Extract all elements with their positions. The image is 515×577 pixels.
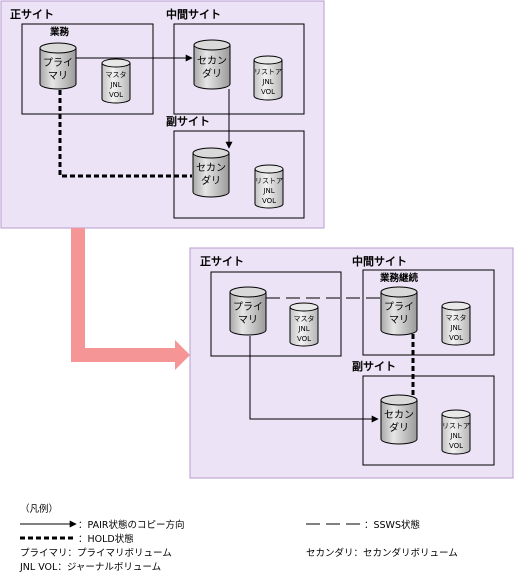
top-middle-secondary-volume: セカン ダリ xyxy=(193,39,231,90)
top-mid-jnl-line1: リストア xyxy=(254,68,282,76)
bottom-middle-volume: プライ マリ xyxy=(380,286,418,336)
top-secondary-site-label: 副サイト xyxy=(166,114,210,128)
bottom-middle-site-label: 中間サイト xyxy=(352,254,407,268)
top-mid-vol-line1: セカン xyxy=(197,55,227,67)
bottom-mid-jnl-line3: VOL xyxy=(449,334,463,342)
bottom-secondary-site-label: 副サイト xyxy=(352,359,396,373)
bottom-mid-jnl-line1: マスタ xyxy=(446,313,467,322)
bottom-continue-label: 業務継続 xyxy=(379,272,419,284)
top-primary-vol-line2: マリ xyxy=(48,71,68,82)
bottom-primary-volume: プライ マリ xyxy=(229,286,267,336)
bottom-primary-site-box xyxy=(210,271,342,357)
top-middle-site-label: 中間サイト xyxy=(166,7,221,21)
bottom-primary-jnl-line1: マスタ xyxy=(294,314,315,323)
top-sec-jnl-line2: JNL xyxy=(262,187,274,195)
bottom-primary-jnl-line3: VOL xyxy=(297,335,311,343)
top-master-jnl-line3: VOL xyxy=(109,91,123,99)
top-sec-vol-line2: ダリ xyxy=(201,174,221,187)
bottom-sec-vol-line2: ダリ xyxy=(389,421,409,434)
bottom-secondary-restore-jnl-volume: リストア JNL VOL xyxy=(441,409,471,455)
legend-primary-def: プライマリ：プライマリボリューム xyxy=(20,548,172,559)
top-middle-site-box xyxy=(173,23,305,115)
top-primary-vol-line1: プライ xyxy=(43,57,73,69)
legend-title: （凡例） xyxy=(20,503,58,515)
legend-secondary-def: セカンダリ：セカンダリボリューム xyxy=(306,547,458,559)
bottom-primary-vol-line1: プライ xyxy=(233,301,263,313)
top-primary-site-box xyxy=(21,23,154,115)
top-master-jnl-volume: マスタ JNL VOL xyxy=(101,58,131,104)
top-secondary-volume: セカン ダリ xyxy=(192,147,230,198)
bottom-mid-vol-line2: マリ xyxy=(389,315,409,326)
legend-jnl-def: JNL VOL：ジャーナルボリューム xyxy=(19,562,161,573)
bottom-sec-jnl-line2: JNL xyxy=(449,432,461,440)
bottom-mid-vol-line1: プライ xyxy=(384,301,414,313)
top-secondary-restore-jnl-volume: リストア JNL VOL xyxy=(254,164,284,209)
top-master-jnl-line1: マスタ xyxy=(106,70,127,79)
bottom-middle-site-box xyxy=(362,269,495,356)
bottom-sec-jnl-line3: VOL xyxy=(449,442,463,450)
legend-hold-text: ：HOLD状態 xyxy=(78,533,134,545)
top-sec-jnl-line3: VOL xyxy=(262,197,276,205)
top-master-jnl-line2: JNL xyxy=(109,81,121,89)
top-primary-site-label: 正サイト xyxy=(10,8,54,21)
bottom-middle-master-jnl-volume: マスタ JNL VOL xyxy=(441,301,471,346)
legend-ssws-text: ：SSWS状態 xyxy=(364,519,420,531)
top-sec-jnl-line1: リストア xyxy=(255,177,283,185)
top-hold-line xyxy=(58,90,192,178)
bottom-primary-jnl-line2: JNL xyxy=(297,325,309,333)
bottom-sec-vol-line1: セカン xyxy=(384,409,414,421)
bottom-mid-jnl-line2: JNL xyxy=(449,324,461,332)
bottom-primary-master-jnl-volume: マスタ JNL VOL xyxy=(289,302,319,347)
top-primary-volume: プライ マリ xyxy=(39,42,77,90)
legend-pair-text: ：PAIR状態のコピー方向 xyxy=(78,519,185,531)
top-middle-restore-jnl-volume: リストア JNL VOL xyxy=(253,55,283,101)
bottom-pair-arrow-primary-to-secondary xyxy=(249,336,379,423)
top-mid-jnl-line3: VOL xyxy=(261,88,275,96)
top-business-label: 業務 xyxy=(49,26,70,38)
top-sec-vol-line1: セカン xyxy=(196,162,226,174)
transition-arrow xyxy=(71,228,190,370)
bottom-secondary-volume: セカン ダリ xyxy=(380,394,418,445)
bottom-secondary-site-box xyxy=(362,375,495,466)
bottom-primary-vol-line2: マリ xyxy=(238,315,258,326)
bottom-sec-jnl-line1: リストア xyxy=(442,422,470,430)
bottom-primary-site-label: 正サイト xyxy=(200,255,244,268)
top-mid-jnl-line2: JNL xyxy=(261,78,273,86)
top-mid-vol-line2: ダリ xyxy=(202,67,222,80)
